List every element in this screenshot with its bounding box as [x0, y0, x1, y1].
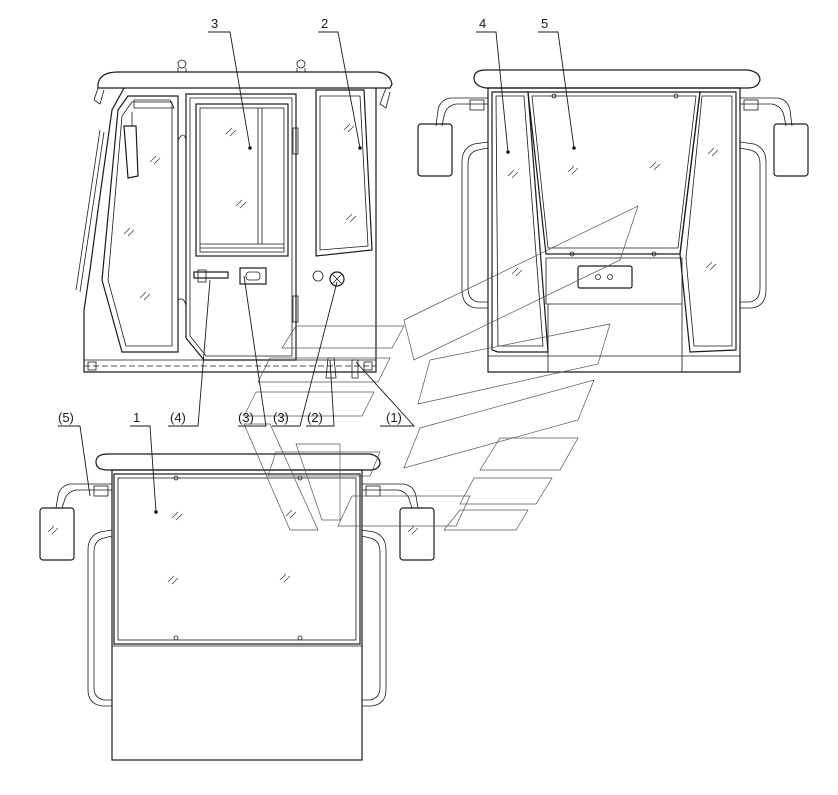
leader-lines [58, 31, 576, 514]
glass-hatch-marks [47, 123, 719, 585]
cab-front-view [39, 453, 435, 761]
callout-labels: 3 2 4 5 1 (5) (4) (3) (3) (2) (1) [58, 16, 548, 425]
cab-side-view [75, 59, 393, 379]
label-p1: (1) [386, 410, 402, 425]
label-p4: (4) [170, 410, 186, 425]
label-p3-b: (3) [273, 410, 289, 425]
cab-rear-view [417, 69, 809, 373]
label-1: 1 [133, 410, 140, 425]
label-5: 5 [541, 16, 548, 31]
label-4: 4 [479, 16, 486, 31]
label-p5: (5) [58, 410, 74, 425]
label-p2: (2) [307, 410, 323, 425]
exploded-glass-panes [243, 205, 639, 531]
label-3: 3 [211, 16, 218, 31]
label-2: 2 [321, 16, 328, 31]
label-p3-a: (3) [238, 410, 254, 425]
